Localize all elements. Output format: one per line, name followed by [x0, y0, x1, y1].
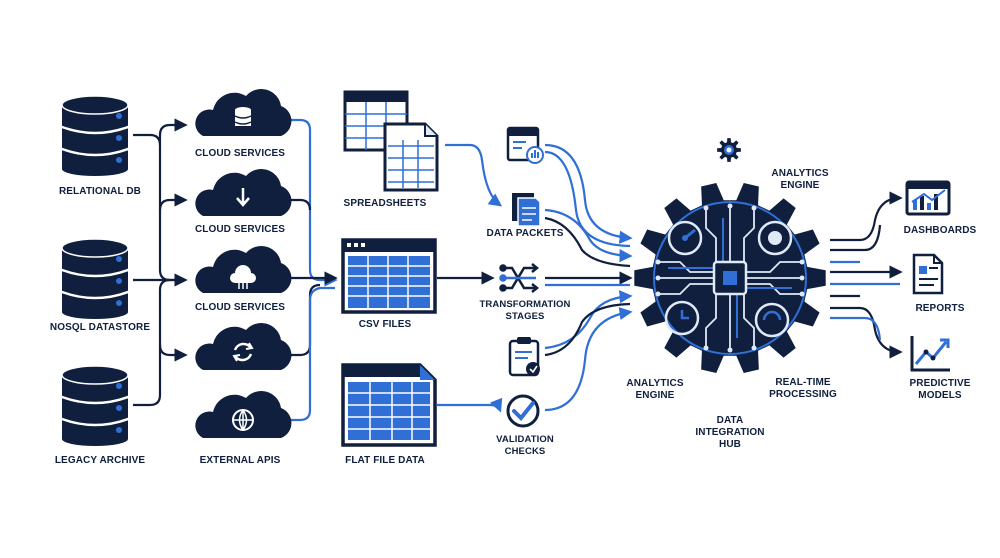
connector-cloud2-csv [290, 198, 312, 211]
label-external-apis: EXTERNAL APIs [199, 455, 281, 466]
flat-file-icon [341, 363, 437, 447]
connector-legacy-sync [158, 344, 188, 362]
label-spreadsheets: SPREADSHEETS [343, 198, 427, 209]
label-predictive-models: PREDICTIVE MODELS [909, 378, 971, 401]
label-cloud-services-3: CLOUD SERVICES [194, 302, 286, 313]
label-dashboards: DASHBOARDS [903, 225, 977, 236]
label-csv-files: CSV FILES [358, 319, 412, 330]
connector-api-csv [290, 286, 335, 422]
label-nosql-datastore: NoSQL DATASTORE [49, 322, 151, 333]
cloud-download-icon [195, 168, 292, 216]
label-relational-db: RELATIONAL DB [58, 186, 142, 197]
label-reports: REPORTS [915, 303, 965, 314]
connector-spreadsheet-packets [445, 143, 503, 207]
small-gear-icon [717, 138, 741, 162]
connector-cloud1-csv [290, 118, 338, 287]
connector-legacy [133, 278, 171, 407]
label-analytics-engine-top: ANALYTICS ENGINE [771, 168, 829, 191]
database-icon [61, 238, 129, 319]
data-packets-icon [512, 193, 541, 227]
cloud-globe-icon [195, 390, 292, 438]
connector-relational-mid [158, 193, 188, 211]
label-data-packets: DATA PACKETS [486, 228, 564, 239]
spreadsheet-icon [343, 90, 439, 192]
connector-relational-up [158, 118, 188, 145]
label-analytics-engine-left: ANALYTICS ENGINE [626, 378, 684, 401]
circuit-gear-hub-icon [634, 138, 826, 374]
label-legacy-archive: LEGACY ARCHIVE [54, 455, 146, 466]
label-transformation-stages: TRANSFORMATION STAGES [479, 299, 571, 322]
report-chart-icon [506, 126, 544, 164]
trend-chart-icon [910, 336, 950, 372]
connector-relational-to-cloud [133, 133, 185, 282]
label-cloud-services-2: CLOUD SERVICES [194, 224, 286, 235]
cloud-database-icon [195, 88, 292, 136]
database-icon [61, 95, 129, 176]
report-icon [912, 253, 944, 295]
connector-flat-validation [437, 397, 503, 413]
csv-file-icon [341, 238, 437, 314]
dashboard-icon [905, 180, 951, 216]
connectors [133, 118, 903, 422]
label-cloud-services-1: CLOUD SERVICES [194, 148, 286, 159]
connector-cloud4-csv [290, 283, 321, 357]
checkmark-icon [506, 394, 540, 428]
database-icon [61, 365, 129, 446]
label-real-time-processing: REAL-TIME PROCESSING [769, 377, 837, 400]
label-validation-checks: VALIDATION CHECKS [496, 434, 554, 457]
label-flat-file-data: FLAT FILE DATA [345, 455, 425, 466]
cloud-sync-icon [195, 322, 292, 370]
transform-arrows-icon [499, 263, 540, 293]
clipboard-icon [508, 337, 540, 377]
label-data-integration-hub: DATA INTEGRATION HUB [695, 415, 765, 450]
cloud-network-icon [195, 245, 292, 293]
